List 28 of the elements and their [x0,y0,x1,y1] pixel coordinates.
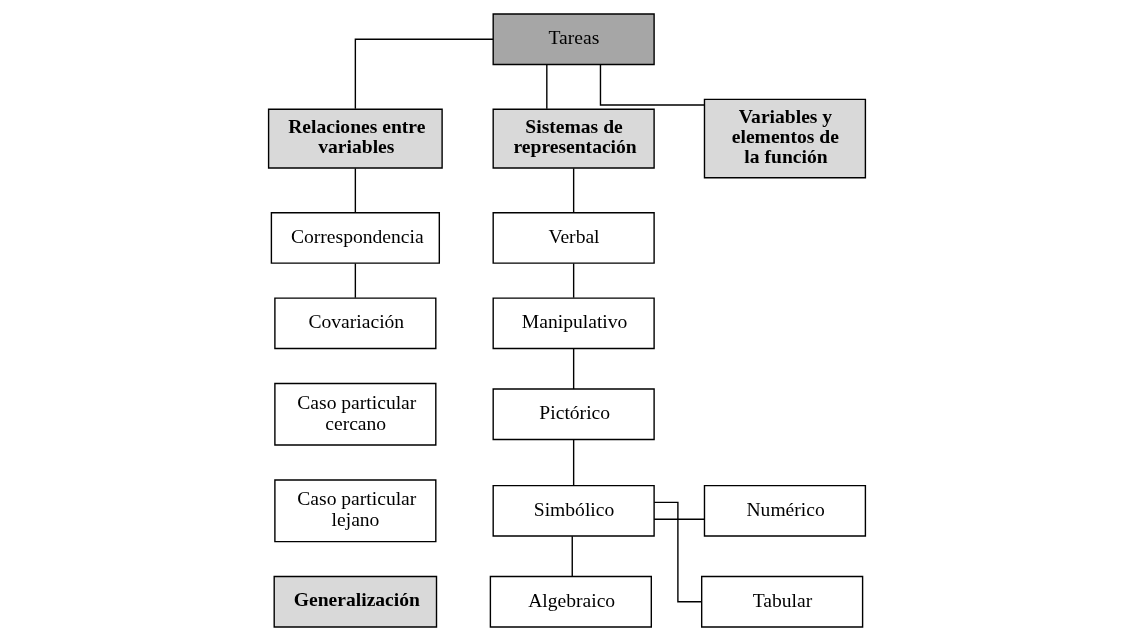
connector [653,518,706,520]
node-box: Correspondencia [270,212,440,264]
node-box: Tareas [492,13,655,66]
node-box: Generalización [273,575,438,628]
connector [572,438,575,486]
connector [599,63,705,106]
connector [571,535,573,578]
node-box: Covariación [274,297,437,350]
node-box: Simbólico [492,484,655,537]
connector [572,347,575,390]
connector [546,64,548,110]
node-box: Variables y elementos de la función [703,98,867,179]
node-box: Algebraico [489,575,652,628]
node-box: Sistemas de representación [492,108,655,169]
node-box: Caso particular cercano [274,382,437,446]
connector [354,167,357,213]
node-box: Tabular [700,575,864,628]
connector [572,262,575,299]
node-box: Relaciones entre variables [267,108,443,169]
node-box: Verbal [492,212,655,264]
connector [653,501,703,603]
node-box: Pictórico [492,388,655,441]
connector [354,262,357,299]
connector [572,167,575,213]
node-box: Manipulativo [492,297,655,350]
connector [354,38,494,110]
node-box: Numérico [703,484,867,537]
node-box: Caso particular lejano [274,479,437,543]
